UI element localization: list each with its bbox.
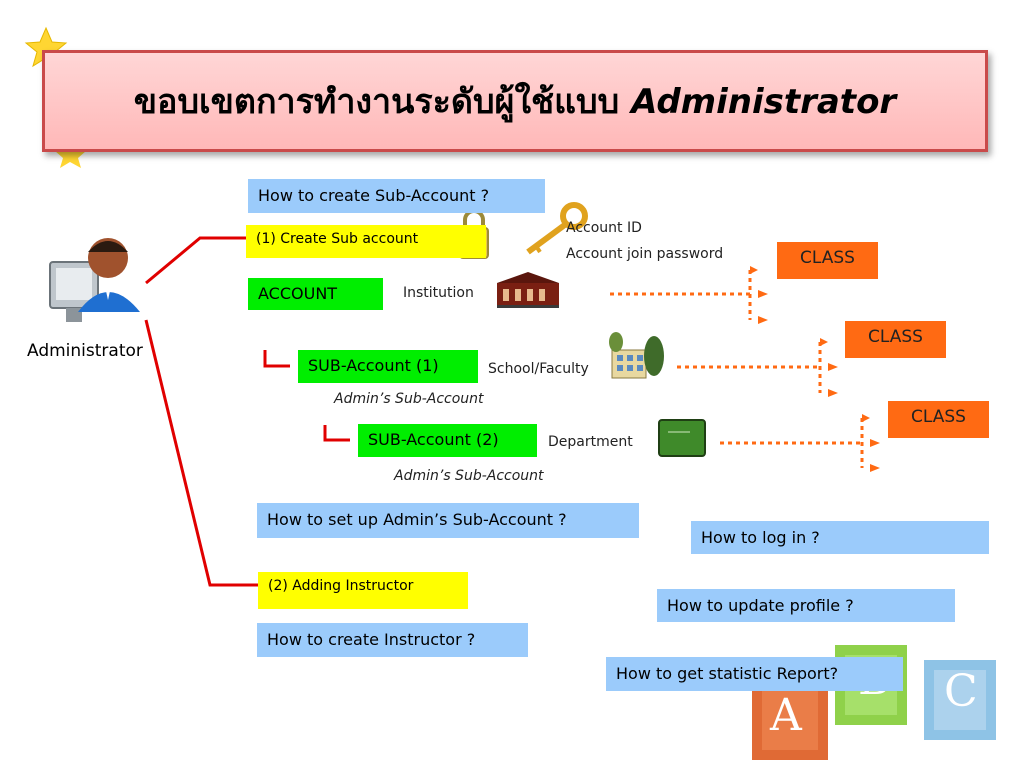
block-a-letter: A — [770, 690, 802, 741]
sub-account-1-box: SUB-Account (1) — [298, 350, 478, 383]
arrow-icon — [828, 389, 838, 397]
connector-to-sub2 — [323, 425, 350, 442]
update-profile-question[interactable]: How to update profile ? — [657, 589, 955, 622]
arrow-icon — [870, 464, 880, 472]
admin-sub-account-2-caption: Admin’s Sub-Account — [394, 468, 544, 484]
admin-sub-account-1-caption: Admin’s Sub-Account — [334, 391, 484, 407]
arrow-icon — [758, 316, 768, 324]
account-box: ACCOUNT — [248, 278, 383, 310]
arrow-icon — [758, 290, 768, 298]
block-a — [752, 680, 828, 760]
title-english: Administrator — [631, 82, 897, 122]
log-in-question[interactable]: How to log in ? — [691, 521, 989, 554]
join-password-label: Account join password — [566, 246, 724, 262]
class-box-1: CLASS — [777, 242, 878, 279]
institution-building-icon — [497, 272, 559, 308]
block-c-letter: C — [944, 666, 978, 717]
arrow-icon — [750, 266, 758, 274]
school-faculty-label: School/Faculty — [488, 361, 589, 377]
arrow-icon — [820, 338, 828, 346]
class-box-2: CLASS — [845, 321, 946, 358]
account-id-label: Account ID — [566, 220, 642, 236]
title-banner: ขอบเขตการทำงานระดับผู้ใช้แบบ Administrat… — [42, 50, 988, 152]
adding-instructor-step: (2) Adding Instructor — [258, 572, 468, 609]
setup-admin-sub-account-question[interactable]: How to set up Admin’s Sub-Account ? — [257, 503, 639, 538]
institution-label: Institution — [403, 285, 474, 301]
connector-to-sub1 — [263, 350, 290, 368]
statistic-report-question[interactable]: How to get statistic Report? — [606, 657, 903, 691]
title-thai: ขอบเขตการทำงานระดับผู้ใช้แบบ — [133, 82, 620, 122]
department-label: Department — [548, 434, 633, 450]
connector-admin-to-create — [145, 236, 246, 285]
create-sub-account-step: (1) Create Sub account — [246, 225, 486, 258]
arrow-icon — [870, 439, 880, 447]
arrow-icon — [828, 363, 838, 371]
connector-admin-to-instructor — [144, 319, 258, 587]
page-title: ขอบเขตการทำงานระดับผู้ใช้แบบ Administrat… — [134, 74, 896, 128]
star-icon — [55, 140, 86, 168]
key-icon — [526, 202, 588, 255]
sub-account-2-box: SUB-Account (2) — [358, 424, 537, 457]
school-building-icon — [609, 332, 664, 379]
department-board-icon — [658, 419, 706, 457]
class-box-3: CLASS — [888, 401, 989, 438]
administrator-label: Administrator — [27, 341, 143, 361]
arrow-icon — [862, 414, 870, 422]
block-c — [924, 660, 996, 740]
create-instructor-question[interactable]: How to create Instructor ? — [257, 623, 528, 657]
create-sub-account-question[interactable]: How to create Sub-Account ? — [248, 179, 545, 213]
